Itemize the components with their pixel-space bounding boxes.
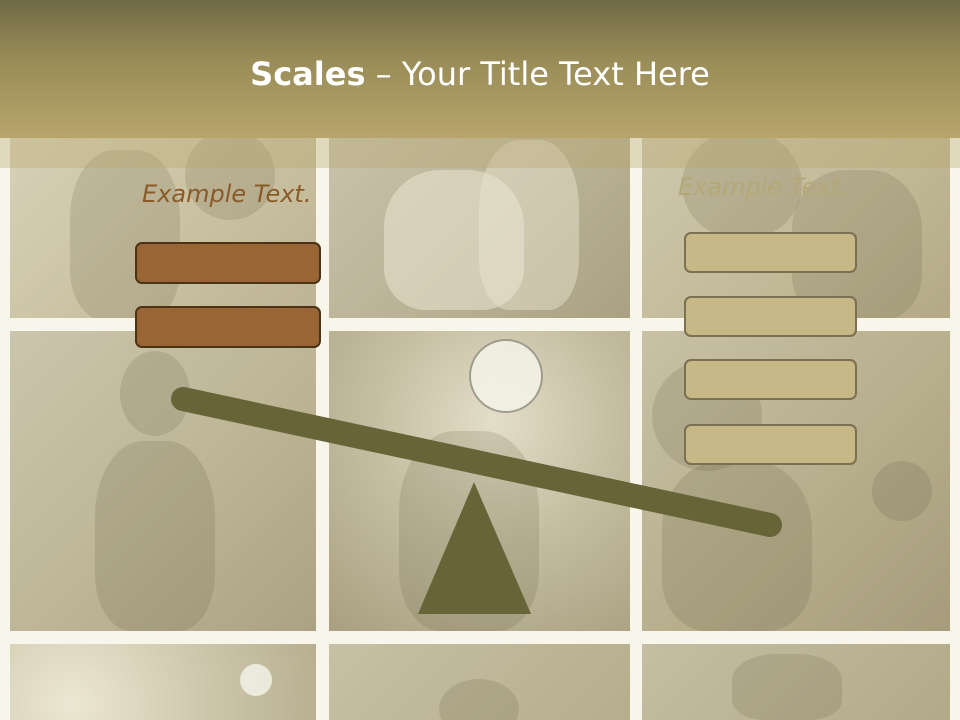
title-band-fade bbox=[0, 138, 960, 168]
left-text-box-1[interactable] bbox=[135, 242, 321, 284]
right-example-text: Example Text. bbox=[678, 173, 848, 201]
left-example-text: Example Text. bbox=[142, 180, 312, 208]
boxer-photo bbox=[642, 130, 950, 318]
boots-photo bbox=[642, 644, 950, 720]
right-text-box-1[interactable] bbox=[684, 232, 857, 273]
soccer-ball-photo bbox=[329, 331, 630, 631]
title-band bbox=[0, 0, 960, 138]
slide-title-bold: Scales bbox=[250, 55, 366, 93]
ice-skates-photo bbox=[329, 130, 630, 318]
slide-title: Scales – Your Title Text Here bbox=[0, 50, 960, 98]
right-text-box-4[interactable] bbox=[684, 424, 857, 465]
left-text-box-2[interactable] bbox=[135, 306, 321, 348]
right-text-box-2[interactable] bbox=[684, 296, 857, 337]
athlete-photo bbox=[329, 644, 630, 720]
golf-ball-photo bbox=[10, 644, 316, 720]
football-players-photo bbox=[10, 130, 316, 318]
right-text-box-3[interactable] bbox=[684, 359, 857, 400]
fitness-woman-photo bbox=[10, 331, 316, 631]
slide-title-rest: – Your Title Text Here bbox=[365, 55, 710, 93]
